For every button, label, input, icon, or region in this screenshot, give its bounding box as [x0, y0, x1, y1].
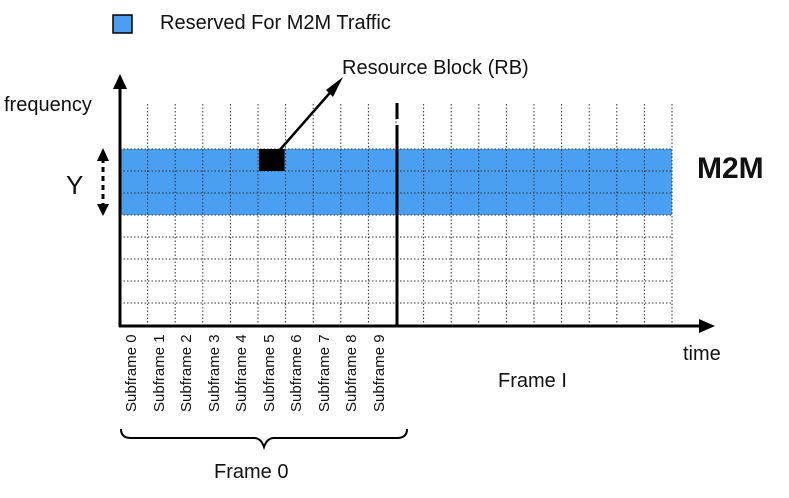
time-axis-label: time: [683, 343, 721, 365]
subframe-label: Subframe 2: [178, 334, 195, 412]
frame0-label: Frame 0: [214, 461, 289, 483]
resource-block-pointer: [270, 86, 336, 161]
legend-swatch: [112, 14, 133, 34]
subframe-label: Subframe 9: [371, 334, 388, 412]
legend-label: Reserved For M2M Traffic: [160, 12, 391, 34]
subframe-label: Subframe 8: [343, 334, 360, 412]
band-height-arrow-up: [97, 148, 109, 161]
frame0-brace: [120, 428, 408, 451]
subframe-label: Subframe 4: [233, 334, 250, 412]
frequency-axis-label: frequency: [4, 94, 92, 116]
resource-block-pointer-arrowhead: [326, 77, 343, 97]
subframe-label: Subframe 7: [316, 334, 333, 412]
band-height-arrow-down: [97, 204, 109, 216]
m2m-label: M2M: [697, 152, 764, 185]
subframe-label: Subframe 3: [206, 334, 223, 412]
resource-block-label: Resource Block (RB): [342, 57, 529, 79]
frequency-axis-arrowhead: [113, 74, 127, 89]
subframe-label: Subframe 5: [261, 334, 278, 412]
band-height-label: Y: [66, 170, 84, 200]
subframe-label: Subframe 1: [151, 334, 168, 412]
time-axis-arrowhead: [699, 319, 715, 333]
subframe-label: Subframe 6: [288, 334, 305, 412]
subframe-label: Subframe 0: [123, 334, 140, 412]
frame1-label: Frame I: [498, 370, 567, 392]
